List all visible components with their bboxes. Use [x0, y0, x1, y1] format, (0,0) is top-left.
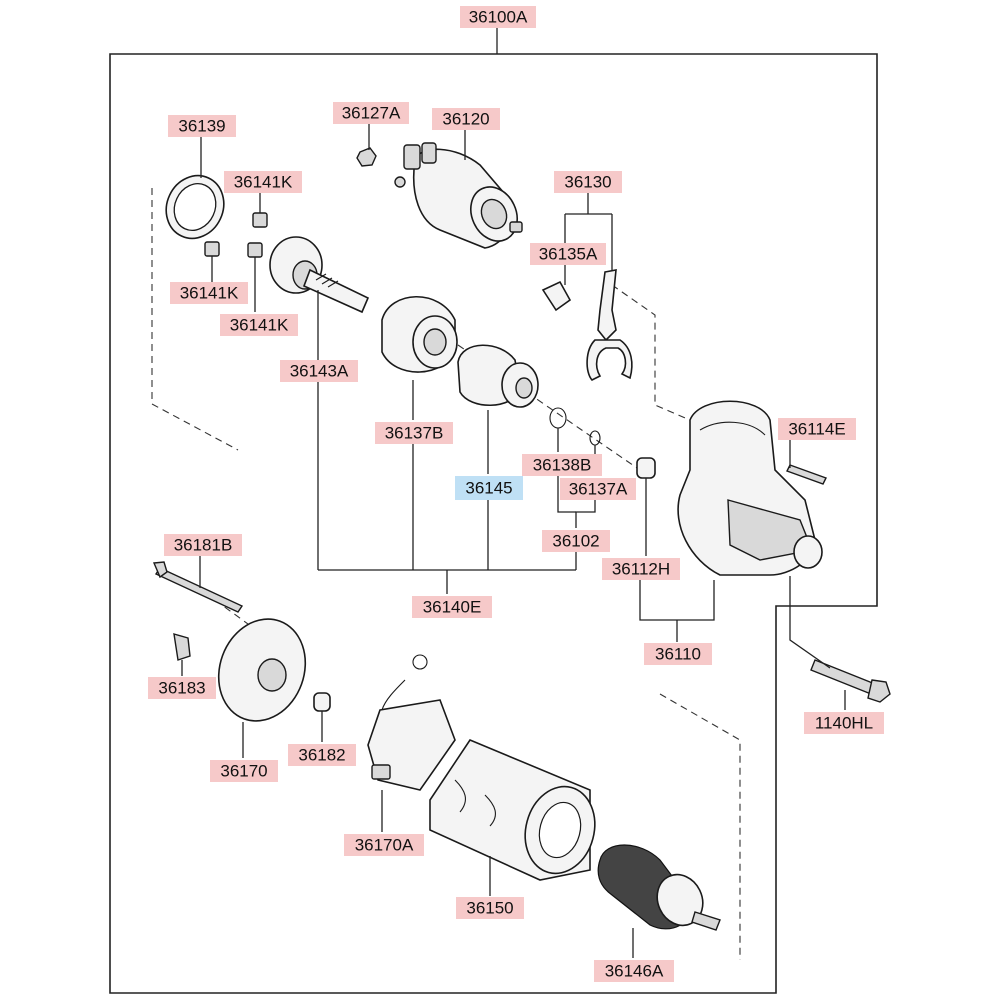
- callout-36146A: 36146A: [594, 960, 674, 982]
- callout-36138B: 36138B: [522, 454, 602, 476]
- solenoid-part: [394, 142, 523, 249]
- callout-36102: 36102: [542, 530, 610, 552]
- callout-text: 36135A: [539, 245, 598, 264]
- callout-text: 36150: [466, 899, 513, 918]
- callout-36110: 36110: [644, 643, 712, 665]
- callout-text: 1140HL: [815, 714, 873, 733]
- callout-36182: 36182: [288, 744, 356, 766]
- leader-36140E: [318, 569, 576, 594]
- callout-36100A: 36100A: [460, 6, 536, 28]
- axis-dash-right: [659, 693, 741, 960]
- callout-text: 36127A: [342, 104, 401, 123]
- rear-bracket-part: [217, 618, 307, 722]
- bearing-part-c: [247, 242, 263, 258]
- overrunning-clutch-part: [457, 344, 539, 408]
- callout-36114E: 36114E: [778, 418, 856, 440]
- callout-text: 36120: [442, 110, 489, 129]
- callout-text: 36183: [158, 679, 205, 698]
- callout-36130: 36130: [554, 171, 622, 193]
- callout-36137B: 36137B: [375, 422, 453, 444]
- callout-36141K-a: 36141K: [224, 171, 302, 193]
- callout-text: 36141K: [180, 284, 239, 303]
- callout-36143A: 36143A: [280, 360, 358, 382]
- front-housing-part: [677, 400, 823, 576]
- yoke-part: [429, 739, 596, 881]
- callout-36170: 36170: [210, 760, 278, 782]
- axis-dash-fork: [611, 284, 691, 421]
- callout-text: 36137B: [385, 424, 444, 443]
- bushing-part: [636, 457, 656, 479]
- callout-36141K-c: 36141K: [220, 314, 298, 336]
- snap-ring-part: [589, 430, 601, 446]
- callout-36120: 36120: [432, 108, 500, 130]
- callout-36150: 36150: [456, 897, 524, 919]
- callout-text: 36170: [220, 762, 267, 781]
- callout-36137A: 36137A: [560, 478, 636, 500]
- callout-text: 36146A: [605, 962, 664, 981]
- callout-text: 36138B: [533, 456, 592, 475]
- callout-36145: 36145: [455, 476, 523, 500]
- bearing-part-a: [252, 212, 268, 228]
- callout-36139: 36139: [168, 115, 236, 137]
- callout-36141K-b: 36141K: [170, 282, 248, 304]
- armature-part: [597, 844, 721, 931]
- callout-text: 36145: [465, 479, 512, 498]
- leader-1140HL: [789, 576, 846, 710]
- callout-text: 36141K: [230, 316, 289, 335]
- planetary-shaft-part: [269, 236, 370, 314]
- callout-text: 36137A: [569, 480, 628, 499]
- callout-text: 36102: [552, 532, 599, 551]
- callout-text: 36139: [178, 117, 225, 136]
- callout-text: 36143A: [290, 362, 349, 381]
- internal-gear-housing-part: [381, 296, 458, 373]
- callout-36112H: 36112H: [602, 558, 680, 580]
- small-screw-part: [173, 633, 191, 661]
- bearing-part-b: [204, 241, 220, 257]
- brush-holder-part: [367, 654, 456, 791]
- leader-36130: [564, 193, 613, 270]
- assembly-frame: [109, 53, 878, 994]
- screw-part: [786, 464, 827, 485]
- callout-text: 36170A: [355, 836, 414, 855]
- plunger-part: [541, 280, 572, 312]
- callout-36170A: 36170A: [344, 834, 424, 856]
- callout-1140HL: 1140HL: [804, 712, 884, 734]
- callout-text: 36110: [655, 645, 701, 664]
- callout-text: 36141K: [234, 173, 293, 192]
- axis-dash-left: [151, 188, 239, 451]
- callout-text: 36140E: [423, 598, 482, 617]
- callout-text: 36112H: [612, 560, 670, 579]
- nut-part: [356, 147, 377, 167]
- stop-ring-part: [549, 407, 567, 429]
- callout-36127A: 36127A: [333, 102, 409, 124]
- shift-lever-part: [586, 269, 633, 381]
- callout-text: 36181B: [174, 536, 233, 555]
- callout-text: 36100A: [469, 8, 528, 27]
- callout-36135A: 36135A: [530, 243, 606, 265]
- long-bolt-part: [152, 561, 244, 613]
- callout-text: 36130: [564, 173, 611, 192]
- leader-36138B: [557, 428, 576, 513]
- callout-text: 36182: [298, 746, 345, 765]
- callout-36183: 36183: [148, 677, 216, 699]
- retaining-ring-part: [165, 174, 225, 240]
- rear-bushing-part: [313, 692, 331, 712]
- callout-36140E: 36140E: [412, 596, 492, 618]
- callout-36181B: 36181B: [164, 534, 242, 556]
- callout-text: 36114E: [788, 420, 845, 439]
- through-bolt-part: [810, 659, 891, 703]
